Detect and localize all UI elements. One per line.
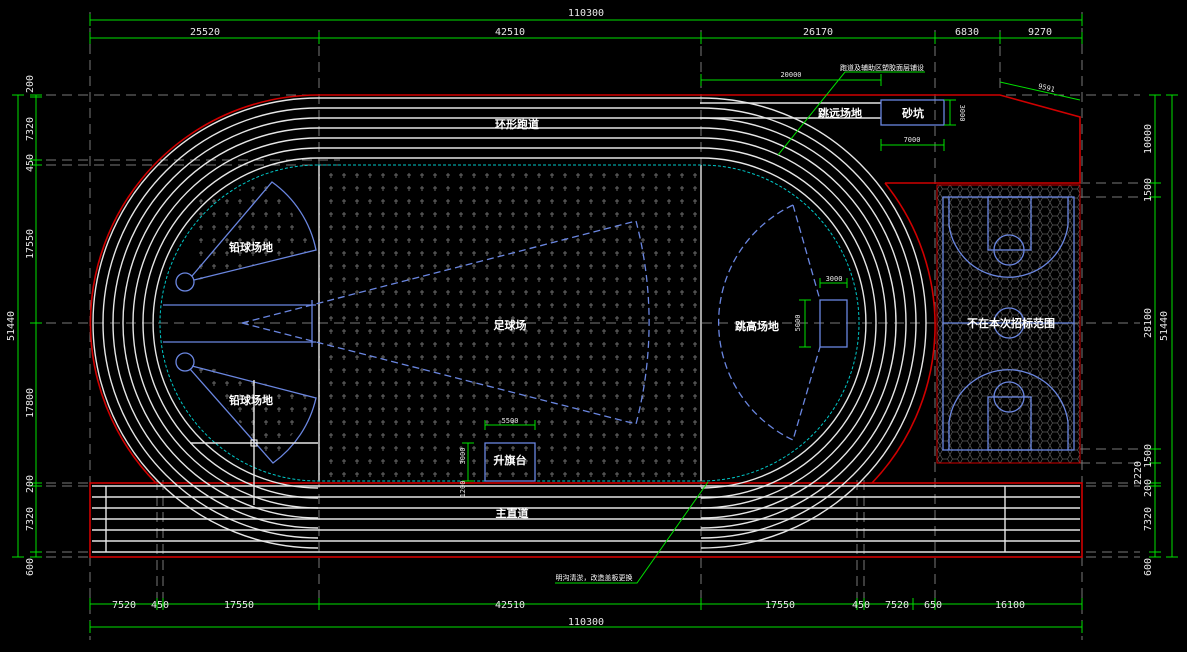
svg-text:20000: 20000 [780, 71, 801, 79]
high-jump-area [718, 204, 848, 441]
svg-text:28100: 28100 [1143, 308, 1154, 338]
svg-text:3000: 3000 [459, 448, 467, 465]
svg-text:1500: 1500 [1143, 444, 1154, 468]
javelin-sector [163, 220, 650, 425]
svg-text:7000: 7000 [904, 136, 921, 144]
svg-text:51440: 51440 [1159, 311, 1170, 341]
dimension-lines [12, 14, 1178, 633]
svg-text:7520: 7520 [112, 600, 136, 611]
svg-text:42510: 42510 [495, 27, 525, 38]
ring-track-label: 环形跑道 [495, 117, 539, 131]
svg-text:7320: 7320 [25, 117, 36, 141]
svg-text:200: 200 [25, 475, 36, 493]
svg-text:110300: 110300 [568, 617, 604, 628]
shot-put-label: 铅球场地 [229, 393, 273, 407]
dimension-labels: 110300 25520 42510 26170 6830 9270 7520 … [6, 8, 1170, 628]
svg-text:42510: 42510 [495, 600, 525, 611]
svg-text:450: 450 [852, 600, 870, 611]
svg-text:2220: 2220 [1133, 461, 1144, 485]
drain-note: 明沟清淤，改造盖板更换 [556, 573, 633, 582]
shot-put-sectors [175, 181, 318, 505]
sand-pit-label: 砂坑 [902, 106, 924, 120]
svg-text:10000: 10000 [1143, 124, 1154, 154]
svg-text:1500: 1500 [1143, 178, 1154, 202]
svg-text:7320: 7320 [1143, 507, 1154, 531]
svg-text:3000: 3000 [826, 275, 843, 283]
svg-text:7520: 7520 [885, 600, 909, 611]
svg-text:3000: 3000 [958, 105, 966, 122]
svg-text:6830: 6830 [955, 27, 979, 38]
sand-pit [880, 99, 945, 126]
football-label: 足球场 [494, 318, 527, 332]
running-track [92, 97, 1080, 553]
svg-text:17550: 17550 [765, 600, 795, 611]
svg-text:650: 650 [924, 600, 942, 611]
basketball-label: 不在本次招标范围 [967, 316, 1055, 330]
long-jump-label: 跳远场地 [818, 106, 862, 120]
svg-text:600: 600 [1143, 558, 1154, 576]
svg-text:110300: 110300 [568, 8, 604, 19]
svg-text:5500: 5500 [502, 417, 519, 425]
svg-text:450: 450 [25, 154, 36, 172]
svg-text:7320: 7320 [25, 507, 36, 531]
flag-platform-label: 升旗台 [494, 453, 527, 467]
main-straight-label: 主直道 [496, 506, 529, 520]
svg-text:450: 450 [151, 600, 169, 611]
basketball-court: 不在本次招标范围 [936, 184, 1081, 464]
high-jump-label: 跳高场地 [735, 319, 779, 333]
shot-put-label: 铅球场地 [229, 240, 273, 254]
svg-text:17550: 17550 [224, 600, 254, 611]
svg-text:26170: 26170 [803, 27, 833, 38]
svg-text:17550: 17550 [25, 229, 36, 259]
svg-text:17800: 17800 [25, 388, 36, 418]
svg-text:51440: 51440 [6, 311, 17, 341]
svg-text:200: 200 [25, 75, 36, 93]
svg-text:600: 600 [25, 558, 36, 576]
site-boundary [89, 94, 1083, 558]
svg-text:1200: 1200 [459, 481, 467, 498]
svg-text:25520: 25520 [190, 27, 220, 38]
svg-text:9270: 9270 [1028, 27, 1052, 38]
svg-text:16100: 16100 [995, 600, 1025, 611]
flag-platform [484, 442, 536, 482]
area-labels: 环形跑道 跳远场地 砂坑 足球场 跳高场地 铅球场地 铅球场地 升旗台 主直道 … [229, 63, 924, 582]
svg-text:5000: 5000 [794, 315, 802, 332]
football-field [319, 165, 701, 481]
svg-text:200: 200 [1143, 479, 1154, 497]
surface-note: 跑道及辅助区塑胶面层铺设 [840, 63, 924, 72]
svg-text:9591: 9591 [1037, 82, 1055, 94]
